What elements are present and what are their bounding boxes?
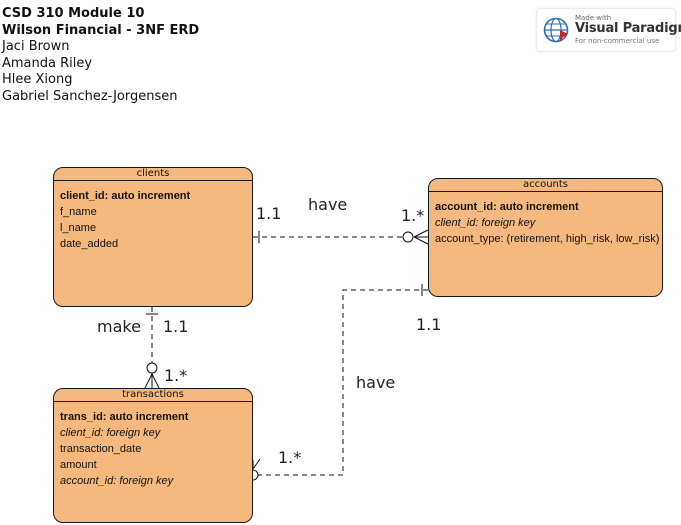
entity-name: transactions — [54, 389, 252, 402]
crowfoot-marker — [413, 229, 429, 245]
attribute-foreign-key: client_id: foreign key — [435, 217, 536, 229]
entity-name: clients — [54, 168, 252, 181]
connector-accounts-transactions[interactable] — [253, 289, 428, 476]
logo-note: For non-commercial use — [575, 37, 660, 45]
project-title: Wilson Financial - 3NF ERD — [2, 22, 200, 38]
attribute: date_added — [60, 238, 119, 250]
attribute-primary-key: trans_id: auto increment — [60, 411, 189, 423]
relationship-verb: have — [356, 373, 396, 392]
diagram-header: CSD 310 Module 10 Wilson Financial - 3NF… — [2, 6, 199, 105]
zero-marker — [146, 362, 158, 374]
cardinality-label: 1.1 — [163, 317, 189, 336]
cardinality-label: 1.1 — [416, 315, 442, 334]
cardinality-label: 1.* — [164, 366, 188, 385]
relationship-verb: make — [97, 317, 141, 336]
attribute-primary-key: client_id: auto increment — [60, 190, 191, 202]
attribute: transaction_date — [60, 443, 142, 455]
cardinality-label: 1.1 — [256, 204, 282, 223]
logo-made-with: Made with — [575, 14, 612, 22]
cardinality-label: 1.* — [278, 448, 302, 467]
entity-transactions[interactable]: transactions trans_id: auto increment cl… — [53, 388, 253, 523]
entity-clients[interactable]: clients client_id: auto increment f_name… — [53, 167, 253, 307]
attribute: amount — [60, 459, 97, 471]
visual-paradigm-logo: Made with Visual Paradigm For non-commer… — [536, 8, 681, 52]
author-name: Hlee Xiong — [2, 72, 73, 87]
author-name: Amanda Riley — [2, 55, 93, 71]
cardinality-label: 1.* — [401, 206, 425, 225]
entity-accounts[interactable]: accounts account_id: auto increment clie… — [428, 178, 663, 297]
attribute-foreign-key: account_id: foreign key — [60, 475, 174, 487]
logo-brand: Visual Paradigm — [575, 21, 681, 36]
entity-name: accounts — [429, 179, 662, 192]
zero-marker — [402, 231, 414, 243]
attribute-foreign-key: client_id: foreign key — [60, 427, 161, 439]
globe-icon — [543, 17, 569, 43]
course-title: CSD 310 Module 10 — [2, 6, 145, 21]
author-name: Jaci Brown — [2, 39, 70, 54]
attribute: account_type: (retirement, high_risk, lo… — [435, 233, 660, 245]
crowfoot-marker — [144, 373, 160, 389]
attribute-primary-key: account_id: auto increment — [435, 201, 579, 213]
author-name: Gabriel Sanchez-Jorgensen — [2, 88, 178, 104]
attribute: f_name — [60, 206, 97, 218]
attribute: l_name — [60, 222, 97, 234]
relationship-verb: have — [308, 195, 348, 214]
